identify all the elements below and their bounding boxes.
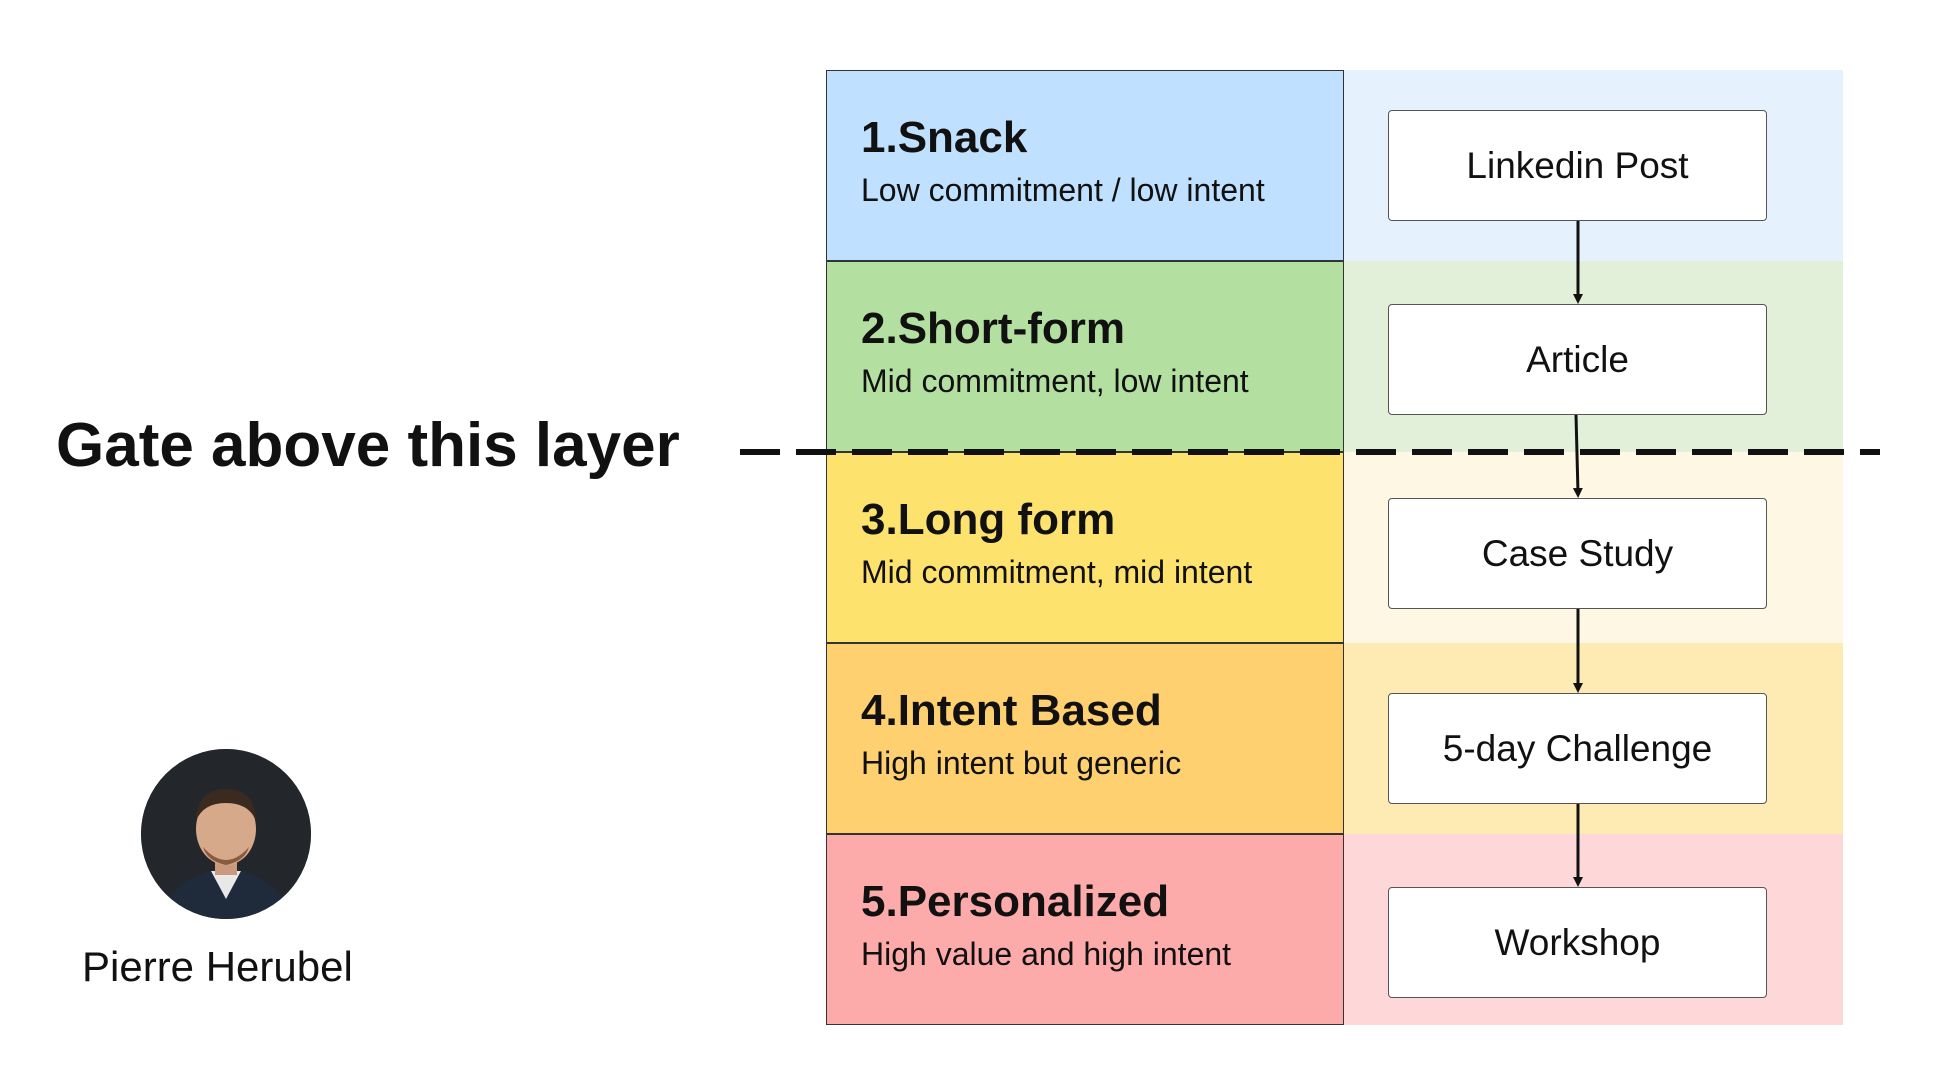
author-name: Pierre Herubel [82,943,353,990]
layer-5-label: 5.Personalized High value and high inten… [826,834,1344,1025]
gate-label: Gate above this layer [56,411,680,480]
layer-5-description: High value and high intent [861,936,1232,972]
author-avatar [141,749,311,919]
layer-1-description: Low commitment / low intent [861,172,1265,208]
author-portrait-icon [141,749,311,919]
layer-1-label: 1.Snack Low commitment / low intent [826,70,1344,261]
layer-2-title: 2.Short-form [861,304,1125,353]
layer-3-label: 3.Long form Mid commitment, mid intent [826,452,1344,643]
layer-1-title: 1.Snack [861,113,1028,162]
item-box-linkedin-post: Linkedin Post [1388,110,1767,221]
layer-2-description: Mid commitment, low intent [861,363,1249,399]
item-box-workshop: Workshop [1388,887,1767,998]
layer-4-label: 4.Intent Based High intent but generic [826,643,1344,834]
layer-3-description: Mid commitment, mid intent [861,554,1253,590]
item-box-5-day-challenge: 5-day Challenge [1388,693,1767,804]
layer-5-title: 5.Personalized [861,877,1170,926]
item-box-article: Article [1388,304,1767,415]
layer-3-title: 3.Long form [861,495,1116,544]
item-box-case-study: Case Study [1388,498,1767,609]
layer-4-title: 4.Intent Based [861,686,1162,735]
layer-4-description: High intent but generic [861,745,1182,781]
layer-2-label: 2.Short-form Mid commitment, low intent [826,261,1344,452]
arrow-2-3 [1572,414,1583,498]
